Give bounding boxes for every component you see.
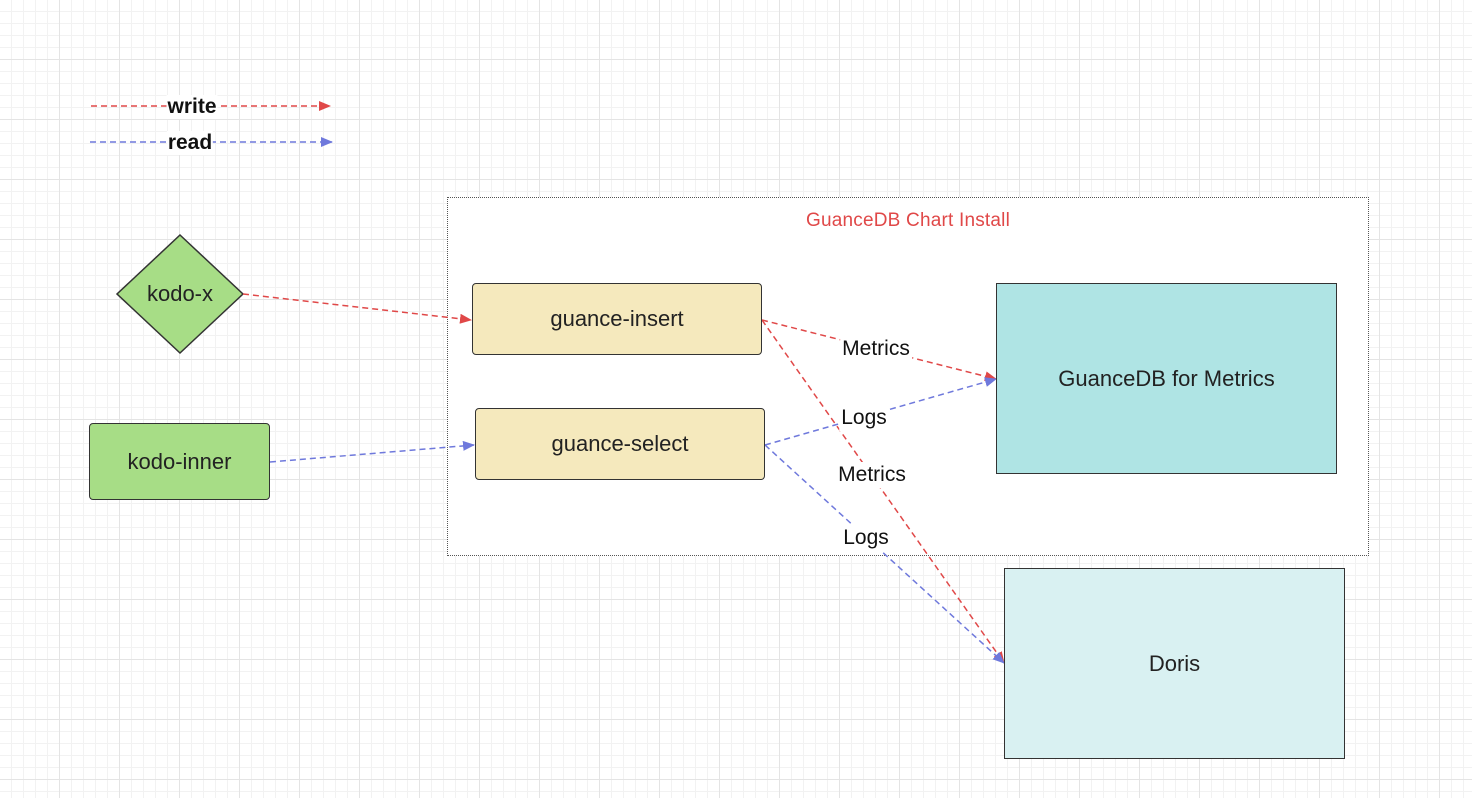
guance-select-node[interactable]: guance-select	[475, 408, 765, 480]
edge-label-insert-metrics: Metrics	[840, 336, 912, 362]
group-title: GuanceDB Chart Install	[806, 210, 1010, 231]
guancedb-metrics-node[interactable]: GuanceDB for Metrics	[996, 283, 1337, 474]
edge-label-select-doris: Logs	[841, 525, 891, 551]
kodo-x-node[interactable]: kodo-x	[146, 281, 214, 306]
legend-write-label: write	[166, 95, 218, 119]
legend-read-label: read	[166, 131, 214, 155]
edge-kodo-x-to-insert[interactable]	[242, 293, 472, 324]
edge-kodo-inner-to-select[interactable]	[269, 440, 475, 463]
edge-select-to-doris[interactable]	[764, 444, 1005, 664]
edge-label-insert-doris: Metrics	[836, 462, 908, 488]
guance-insert-node[interactable]: guance-insert	[472, 283, 762, 355]
kodo-inner-node[interactable]: kodo-inner	[89, 423, 270, 500]
edge-label-select-metrics-db: Logs	[839, 405, 889, 431]
kodo-x-shape[interactable]	[115, 233, 245, 355]
doris-node[interactable]: Doris	[1004, 568, 1345, 759]
